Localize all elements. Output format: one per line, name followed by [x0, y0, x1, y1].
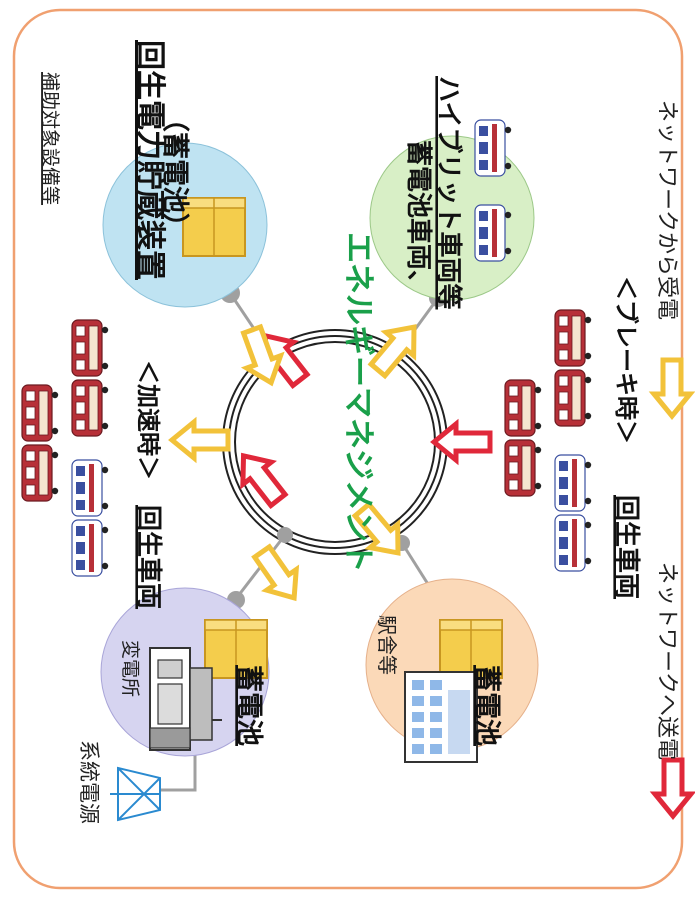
brake-regen-sub: ＜ブレーキ時＞ — [612, 276, 640, 444]
subsidy-equipment-label: 補助対象設備等 — [39, 72, 61, 205]
regen-storage-title: 回生電力貯蔵装置 — [132, 40, 167, 280]
battery-hybrid-line1: 蓄電池車両、 — [403, 140, 433, 296]
battery-hybrid-line2: ハイブリット車両等 — [433, 76, 464, 309]
energy-management-title: エネルギーマネジメント — [340, 232, 376, 573]
brake-regen-title: 回生車両 — [611, 495, 641, 599]
substation-icon — [149, 647, 222, 751]
power-tower-icon — [110, 766, 161, 822]
legend-send-label: ネットワークへ送電 — [654, 562, 679, 760]
grid-power-label: 系統電源 — [77, 740, 101, 824]
storage-battery-icon — [182, 197, 246, 257]
substation-battery-label: 蓄電池 — [233, 665, 264, 746]
station-label: 駅舎等 — [375, 615, 399, 675]
station-battery-label: 蓄電池 — [471, 665, 502, 746]
station-building-icon — [404, 671, 478, 763]
regen-storage-paren: （蓄電池） — [159, 105, 190, 240]
accel-regen-sub: ＜加速時＞ — [134, 360, 162, 480]
legend-receive-label: ネットワークから受電 — [654, 100, 679, 320]
accel-regen-title: 回生車両 — [133, 505, 163, 609]
substation-label: 変電所 — [119, 640, 141, 697]
